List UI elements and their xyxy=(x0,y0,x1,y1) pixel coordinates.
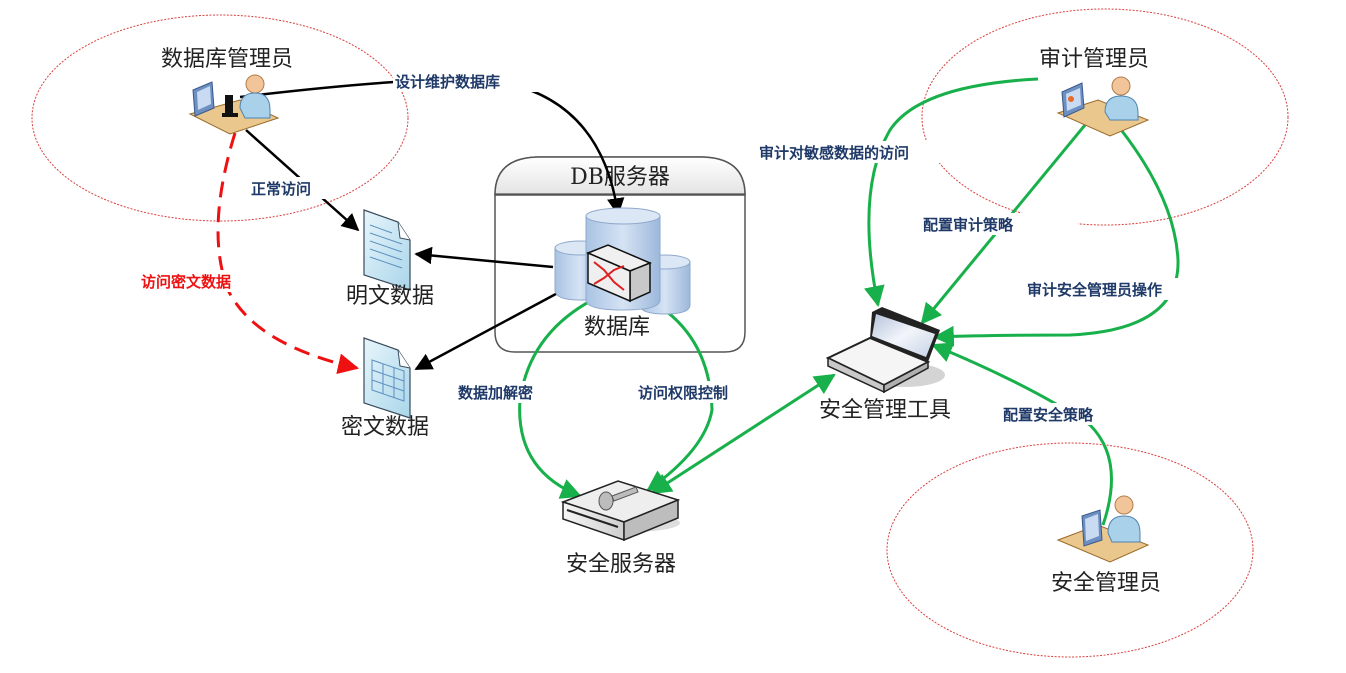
edge-db-to-plain xyxy=(414,246,554,269)
dba-label: 数据库管理员 xyxy=(161,47,293,72)
auditor-label: 审计管理员 xyxy=(1039,47,1149,72)
label-access-control: 访问权限控制 xyxy=(638,384,728,402)
table-grid-icon xyxy=(371,359,405,402)
security-admin-person-icon xyxy=(1056,495,1150,563)
db-server-label: DB服务器 xyxy=(570,165,670,190)
plaintext-label: 明文数据 xyxy=(346,284,434,309)
edge-server-tool xyxy=(650,373,836,495)
laptop-icon xyxy=(825,307,945,394)
ciphertext-label: 密文数据 xyxy=(341,415,429,440)
edge-audit-sensitive xyxy=(864,77,1039,308)
label-access-cipher: 访问密文数据 xyxy=(141,273,231,291)
plaintext-document-icon xyxy=(363,209,411,291)
edge-config-security xyxy=(931,342,1113,526)
database-label: 数据库 xyxy=(584,315,650,340)
database-icon xyxy=(554,207,691,315)
dba-person-icon xyxy=(188,74,280,135)
security-admin-group-outline xyxy=(886,442,1254,658)
dba-group-outline xyxy=(31,14,409,222)
security-server-label: 安全服务器 xyxy=(566,552,676,577)
label-audit-sensitive: 审计对敏感数据的访问 xyxy=(759,144,909,162)
label-config-audit: 配置审计策略 xyxy=(923,216,1014,234)
key-icon xyxy=(598,486,639,511)
security-server-icon xyxy=(560,480,681,542)
security-tool-label: 安全管理工具 xyxy=(819,398,951,423)
label-normal-access: 正常访问 xyxy=(251,180,311,198)
security-admin-label: 安全管理员 xyxy=(1051,571,1161,596)
edge-labels: 设计维护数据库 正常访问 访问密文数据 数据加解密 访问权限控制 审计对敏感数据… xyxy=(138,70,1258,425)
edge-audit-sec-admin xyxy=(932,130,1180,347)
ciphertext-document-icon xyxy=(363,337,411,419)
label-audit-sec-admin: 审计安全管理员操作 xyxy=(1027,281,1162,299)
auditor-group-outline xyxy=(921,8,1289,226)
edge-db-to-cipher xyxy=(414,286,568,371)
label-design-maintain: 设计维护数据库 xyxy=(395,73,500,91)
label-encrypt-decrypt: 数据加解密 xyxy=(458,384,533,402)
label-config-security: 配置安全策略 xyxy=(1003,406,1094,424)
auditor-person-icon xyxy=(1056,76,1150,137)
router-icon xyxy=(586,244,652,303)
